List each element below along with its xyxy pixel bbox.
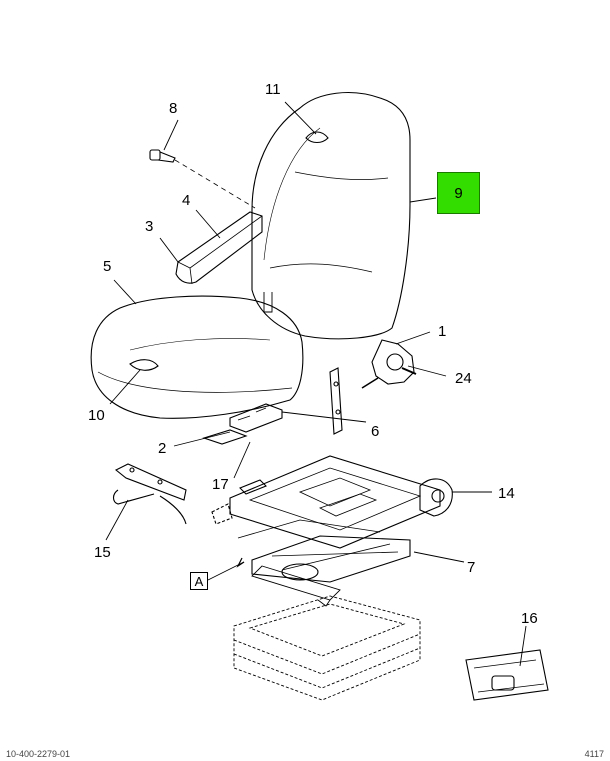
callout-15: 15: [94, 544, 111, 561]
callout-2: 2: [158, 440, 167, 457]
callout-1: 1: [438, 323, 447, 340]
view-reference-label: A: [194, 573, 204, 589]
latch-bracket: [202, 403, 283, 445]
callout-5: 5: [103, 258, 112, 275]
callout-24: 24: [455, 370, 472, 387]
view-reference-a: A: [190, 572, 208, 590]
callout-14: 14: [498, 485, 515, 502]
recliner-mechanism: [361, 339, 417, 389]
switch-box: [465, 649, 549, 701]
callout-6: 6: [371, 423, 380, 440]
callout-9: 9: [454, 184, 463, 202]
callout-16: 16: [521, 610, 538, 627]
seat-back: [251, 92, 411, 340]
footer-drawing-number: 10-400-2279-01: [6, 749, 71, 759]
seat-cushion: [90, 295, 304, 419]
seat-frame: [211, 455, 453, 549]
leader-lines: [105, 101, 527, 667]
callout-7: 7: [467, 559, 476, 576]
callout-4: 4: [182, 192, 191, 209]
callout-9-highlight: 9: [437, 172, 480, 214]
callout-17: 17: [212, 476, 229, 493]
suspension: [237, 519, 411, 607]
callout-11: 11: [265, 81, 281, 98]
callout-8: 8: [169, 100, 178, 117]
callout-10: 10: [88, 407, 105, 424]
callout-3: 3: [145, 218, 154, 235]
bolt: [149, 149, 256, 209]
handle-assembly: [112, 463, 187, 525]
footer-code: 4117: [584, 749, 604, 759]
armrest: [175, 211, 263, 285]
back-support-bar: [329, 367, 343, 435]
riser-base: [233, 595, 421, 701]
